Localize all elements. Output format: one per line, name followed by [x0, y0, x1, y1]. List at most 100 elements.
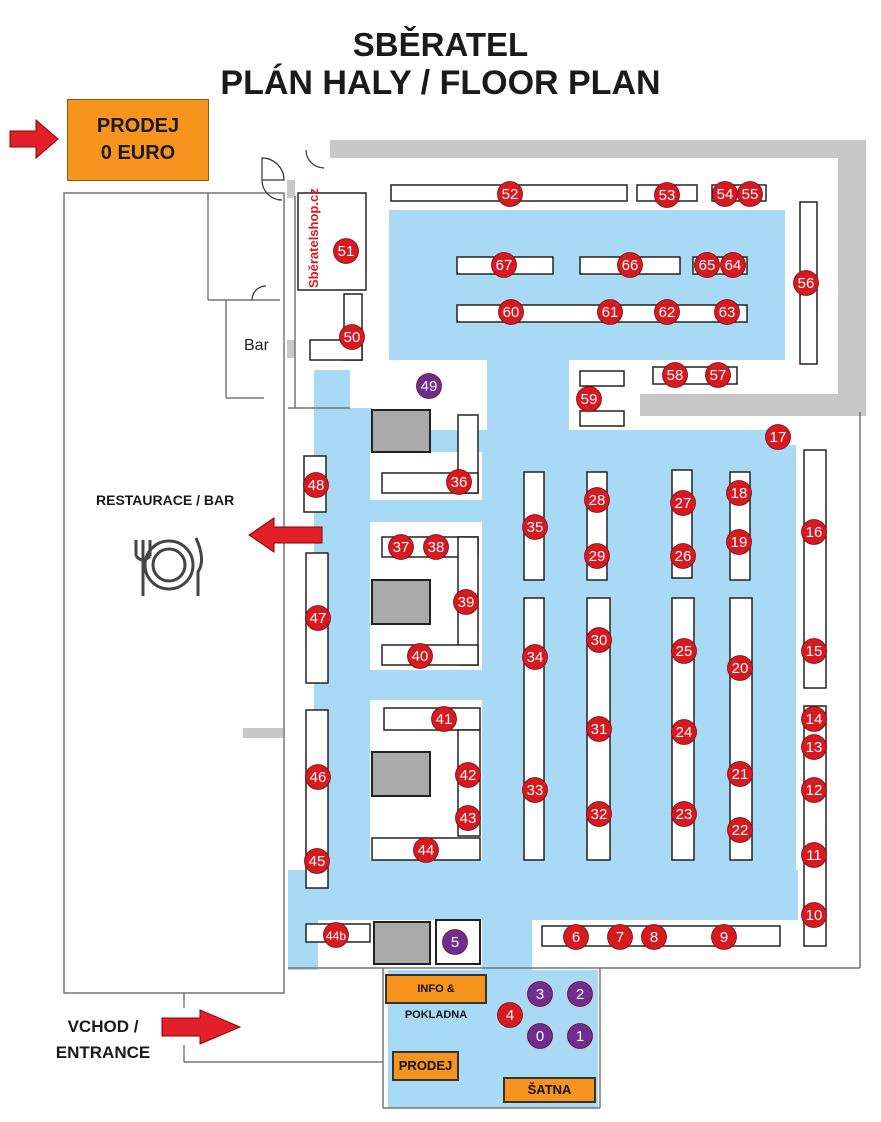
stand-marker-circle: [497, 1002, 523, 1028]
stand-marker-circle: [497, 181, 523, 207]
restaurant-bar-label: RESTAURACE / BAR: [96, 492, 235, 508]
stand-marker-circle: [576, 386, 602, 412]
stand-marker-34: 34: [522, 644, 548, 670]
stand-marker-circle: [671, 719, 697, 745]
stand-marker-circle: [711, 924, 737, 950]
stand-marker-circle: [305, 764, 331, 790]
stand-marker-number: 26: [675, 548, 692, 565]
stand-marker-circle: [662, 362, 688, 388]
stand-marker-59: 59: [576, 386, 602, 412]
stand-marker-47: 47: [305, 605, 331, 631]
stand-marker-circle: [455, 762, 481, 788]
stand-marker-number: 37: [393, 539, 410, 556]
stand-marker-number: 27: [675, 495, 692, 512]
stand-marker-circle: [737, 181, 763, 207]
stand-marker-number: 18: [731, 485, 748, 502]
stand-marker-circle: [671, 801, 697, 827]
stand-marker-circle: [423, 534, 449, 560]
stand-marker-circle: [714, 299, 740, 325]
stand-marker-number: 53: [659, 187, 676, 204]
stand-marker-circle: [670, 490, 696, 516]
stand-marker-13: 13: [801, 734, 827, 760]
stand-marker-21: 21: [727, 761, 753, 787]
stand-marker-28: 28: [584, 487, 610, 513]
stand-marker-circle: [527, 1023, 553, 1049]
stand-marker-23: 23: [671, 801, 697, 827]
stand-marker-circle: [671, 638, 697, 664]
stand-marker-number: 20: [732, 660, 749, 677]
stand-marker-42: 42: [455, 762, 481, 788]
door-icons: [251, 149, 325, 301]
stand-marker-number: 41: [436, 711, 453, 728]
stand-marker-circle: [303, 472, 329, 498]
stand-marker-number: 15: [806, 643, 823, 660]
stand-marker-circle: [416, 373, 442, 399]
stand-marker-circle: [727, 761, 753, 787]
stand-marker-number: 11: [806, 847, 822, 864]
stand-marker-30: 30: [586, 627, 612, 653]
stand-marker-5: 5: [442, 929, 468, 955]
stand-marker-number: 45: [309, 853, 326, 870]
stand-marker-number: 30: [591, 632, 608, 649]
stand-marker-number: 44: [418, 842, 435, 859]
stand-marker-number: 44b: [326, 929, 346, 943]
stand-marker-circle: [727, 655, 753, 681]
stand-marker-66: 66: [617, 252, 643, 278]
stand-marker-circle: [584, 543, 610, 569]
stand-marker-circle: [584, 487, 610, 513]
stand-marker-number: 24: [676, 724, 693, 741]
bar-label: Bar: [244, 337, 269, 354]
stand-marker-circle: [720, 252, 746, 278]
restaurant-arrow-icon: [248, 517, 323, 553]
stand-marker-51: 51: [333, 238, 359, 264]
cloakroom-box: ŠATNA: [503, 1077, 596, 1103]
stand-marker-circle: [617, 252, 643, 278]
stand-marker-circle: [654, 299, 680, 325]
stand-marker-number: 50: [344, 329, 361, 346]
stand-marker-number: 34: [527, 649, 544, 666]
stand-marker-circle: [641, 924, 667, 950]
stand-marker-circle: [431, 706, 457, 732]
stand-marker-circle: [670, 543, 696, 569]
hall-outlines: [63, 192, 861, 1109]
stand-marker-26: 26: [670, 543, 696, 569]
stand-marker-41: 41: [431, 706, 457, 732]
stand-marker-number: 42: [460, 767, 477, 784]
stand-marker-24: 24: [671, 719, 697, 745]
stand-marker-circle: [333, 238, 359, 264]
stand-marker-64: 64: [720, 252, 746, 278]
stand-marker-circle: [453, 589, 479, 615]
stand-marker-circle: [801, 706, 827, 732]
stand-marker-number: 8: [650, 929, 658, 946]
stand-marker-33: 33: [522, 777, 548, 803]
stand-marker-number: 43: [460, 810, 477, 827]
stand-marker-3: 3: [527, 981, 553, 1007]
stand-marker-2: 2: [567, 981, 593, 1007]
stand-marker-number: 31: [591, 721, 608, 738]
stand-marker-number: 14: [806, 711, 823, 728]
sale-zero-line1: PRODEJ: [96, 115, 180, 137]
stand-marker-circle: [705, 362, 731, 388]
stand-marker-number: 66: [622, 257, 639, 274]
stand-marker-11: 11: [801, 842, 827, 868]
stand-marker-number: 16: [806, 524, 823, 541]
stand-marker-number: 49: [421, 378, 438, 395]
hall-walls: [243, 140, 866, 738]
stand-marker-36: 36: [446, 469, 472, 495]
stand-marker-circle: [801, 734, 827, 760]
stand-marker-8: 8: [641, 924, 667, 950]
stand-marker-circle: [407, 643, 433, 669]
direction-arrows: [9, 118, 323, 1045]
stand-marker-circle: [567, 981, 593, 1007]
stand-marker-number: 6: [572, 929, 580, 946]
stand-marker-circle: [607, 924, 633, 950]
stand-marker-50: 50: [339, 324, 365, 350]
stand-marker-57: 57: [705, 362, 731, 388]
stand-marker-number: 23: [676, 806, 693, 823]
sberatelshop-logo: Sběratelshop.cz: [297, 188, 367, 291]
stand-marker-4: 4: [497, 1002, 523, 1028]
stand-marker-46: 46: [305, 764, 331, 790]
stand-marker-62: 62: [654, 299, 680, 325]
stand-marker-number: 56: [798, 275, 815, 292]
